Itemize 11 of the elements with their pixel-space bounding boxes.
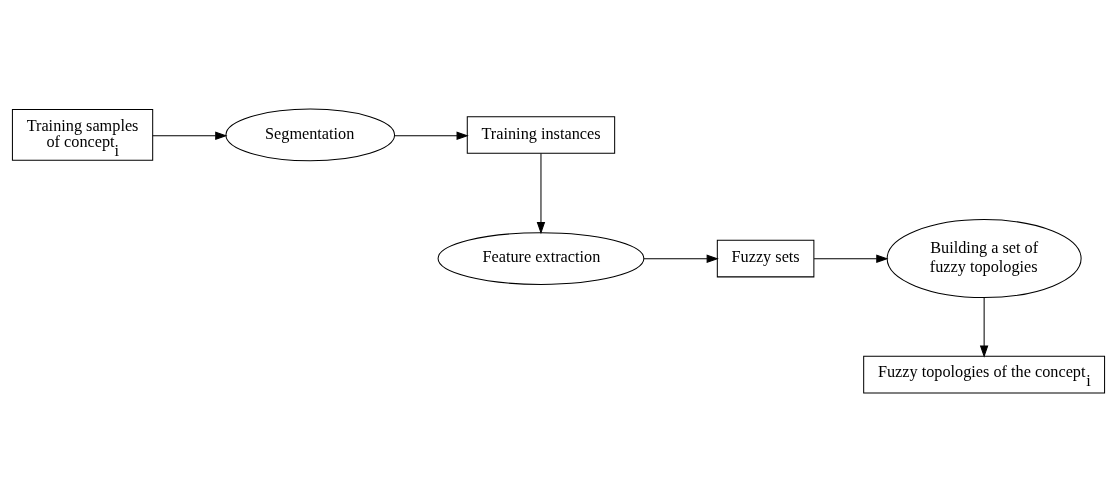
arrow — [536, 152, 546, 235]
node-box: Training instances — [466, 116, 616, 154]
node-ellipse: Segmentation — [225, 108, 396, 162]
arrow — [813, 254, 889, 264]
arrow — [979, 297, 989, 358]
node-ellipse: Feature extraction — [437, 232, 645, 285]
node-ellipse: Building a set of fuzzy topologies — [886, 219, 1082, 299]
arrow — [643, 254, 719, 264]
node-box: Fuzzy sets — [716, 239, 815, 278]
arrow — [152, 131, 228, 141]
arrow — [394, 131, 469, 141]
